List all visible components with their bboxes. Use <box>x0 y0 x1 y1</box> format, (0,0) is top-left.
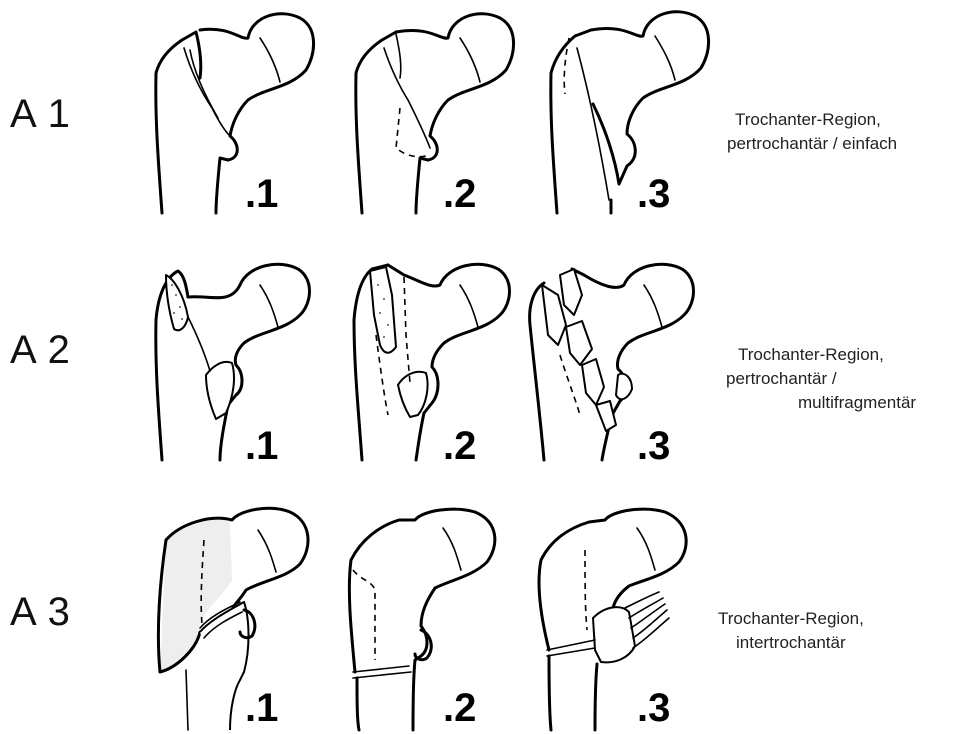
femur-figure-a2-3 <box>520 255 710 465</box>
femur-figure-a3-2 <box>335 500 515 730</box>
femur-figure-a1-3 <box>535 8 715 218</box>
description-a1: Trochanter-Region, pertrochantär / einfa… <box>727 108 897 156</box>
femur-figure-a3-3 <box>525 500 715 730</box>
description-a1-line2: pertrochantär / einfach <box>727 132 897 156</box>
description-a3-line2: intertrochantär <box>718 631 864 655</box>
description-a2-line2: pertrochantär / <box>726 367 916 391</box>
description-a2-line3: multifragmentär <box>726 391 916 415</box>
femur-figure-a2-1 <box>140 255 320 465</box>
row-label-a1: A 1 <box>10 92 71 137</box>
description-a3-line1: Trochanter-Region, <box>718 607 864 631</box>
row-label-a3: A 3 <box>10 590 71 635</box>
description-a3: Trochanter-Region, intertrochantär <box>718 607 864 655</box>
description-a2: Trochanter-Region, pertrochantär / multi… <box>726 343 916 415</box>
femur-figure-a2-2 <box>340 255 520 465</box>
row-label-a2: A 2 <box>10 328 71 373</box>
description-a1-line1: Trochanter-Region, <box>727 108 897 132</box>
description-a2-line1: Trochanter-Region, <box>726 343 916 367</box>
femur-figure-a1-1 <box>140 8 320 218</box>
femur-figure-a3-1 <box>140 500 320 730</box>
femur-figure-a1-2 <box>340 8 520 218</box>
